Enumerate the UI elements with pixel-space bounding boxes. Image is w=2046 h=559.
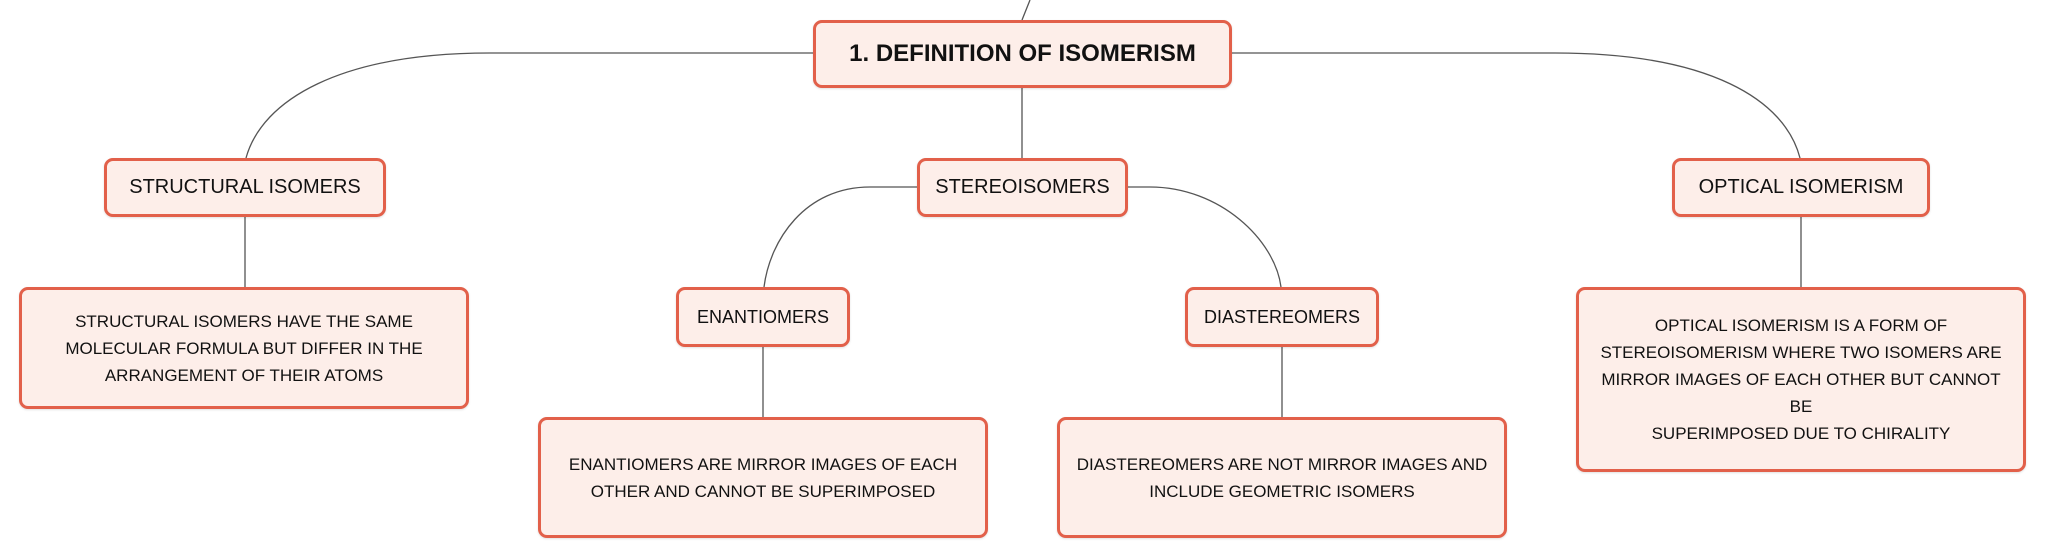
connector-root-to-structural [245, 52, 813, 159]
diastereomers-node[interactable]: DIASTEREOMERS [1185, 287, 1379, 347]
enantiomers-node[interactable]: ENANTIOMERS [676, 287, 850, 347]
connector-stereo-to-enantiomers [763, 186, 917, 288]
stereoisomers-node[interactable]: STEREOISOMERS [917, 158, 1128, 217]
root-topic-label: 1. DEFINITION OF ISOMERISM [849, 40, 1196, 67]
enantiomers-description-node[interactable]: ENANTIOMERS ARE MIRROR IMAGES OF EACH OT… [538, 417, 988, 538]
diastereomers-label: DIASTEREOMERS [1203, 306, 1361, 327]
optical-isomerism-label: OPTICAL ISOMERISM [1698, 176, 1904, 198]
optical-isomerism-description-node[interactable]: OPTICAL ISOMERISM IS A FORM OF STEREOISO… [1576, 287, 2026, 472]
connector-root-to-optical [1232, 52, 1801, 159]
diastereomers-description: DIASTEREOMERS ARE NOT MIRROR IMAGES AND … [1076, 454, 1488, 501]
optical-isomerism-node[interactable]: OPTICAL ISOMERISM [1672, 158, 1930, 217]
structural-isomers-description: STRUCTURAL ISOMERS HAVE THE SAME MOLECUL… [65, 311, 423, 385]
enantiomers-description: ENANTIOMERS ARE MIRROR IMAGES OF EACH OT… [568, 454, 958, 501]
root-topic-node[interactable]: 1. DEFINITION OF ISOMERISM [813, 20, 1232, 88]
structural-isomers-description-node[interactable]: STRUCTURAL ISOMERS HAVE THE SAME MOLECUL… [19, 287, 469, 409]
enantiomers-label: ENANTIOMERS [696, 306, 829, 327]
connector-stereo-to-diastereomers [1128, 186, 1282, 288]
stereoisomers-label: STEREOISOMERS [935, 176, 1110, 198]
optical-isomerism-description: OPTICAL ISOMERISM IS A FORM OF STEREOISO… [1600, 316, 2002, 443]
connector-parent-to-root [1021, 0, 1031, 21]
structural-isomers-label: STRUCTURAL ISOMERS [129, 176, 361, 198]
diastereomers-description-node[interactable]: DIASTEREOMERS ARE NOT MIRROR IMAGES AND … [1057, 417, 1507, 538]
structural-isomers-node[interactable]: STRUCTURAL ISOMERS [104, 158, 386, 217]
